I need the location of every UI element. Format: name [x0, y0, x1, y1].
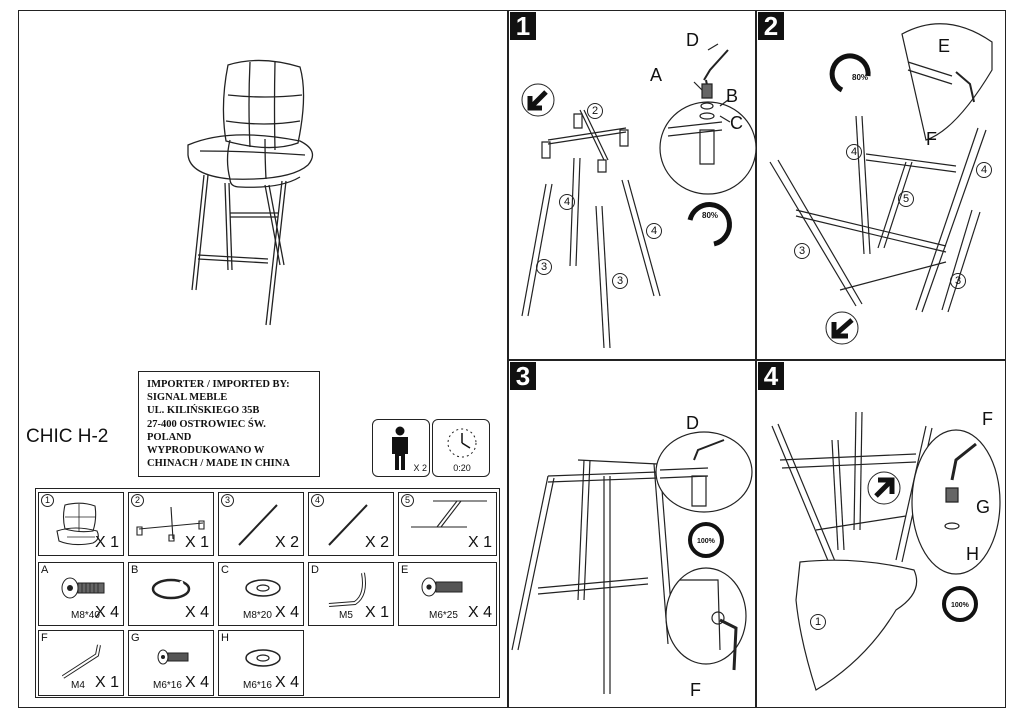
rotate-arrow-icon: 80%: [690, 205, 729, 244]
callout-f: F: [690, 680, 701, 700]
leg-icon: [235, 501, 281, 547]
washer-icon: [243, 647, 283, 669]
part-d-allen-key: D M5 X 1: [308, 562, 394, 626]
part-4-leg: 4 X 2: [308, 492, 394, 556]
svg-text:100%: 100%: [951, 602, 970, 609]
washer-icon: [151, 577, 191, 601]
step-2-diagram: 80%: [756, 10, 1006, 360]
callout-4: 4: [846, 144, 862, 160]
svg-text:80%: 80%: [852, 73, 868, 82]
washer-icon: [243, 577, 283, 599]
part-g-bolt: G M6*16 X 4: [128, 630, 214, 696]
clock-icon: [445, 426, 479, 460]
assembly-time: 0:20: [453, 463, 471, 473]
step-1-number: 1: [510, 12, 536, 40]
part-2-base: 2 X 1: [128, 492, 214, 556]
part-h-washer: H M6*16 X 4: [218, 630, 304, 696]
parts-list: [35, 488, 500, 698]
callout-b: B: [726, 86, 739, 106]
step-1-diagram: 80%: [508, 10, 756, 360]
callout-h: H: [966, 544, 979, 564]
step-3-diagram: 100%: [508, 360, 756, 708]
seat-icon: [53, 501, 103, 547]
person-icon: [392, 426, 408, 470]
part-5-footrest: 5 X 1: [398, 492, 497, 556]
svg-text:100%: 100%: [697, 538, 716, 545]
bar-stool-illustration: [170, 55, 330, 330]
callout-3: 3: [950, 273, 966, 289]
callout-5: 5: [898, 191, 914, 207]
callout-2: 2: [587, 103, 603, 119]
part-f-allen-key: F M4 X 1: [38, 630, 124, 696]
svg-text:80%: 80%: [702, 211, 718, 220]
assembly-info: X 2 0:20: [372, 419, 492, 477]
screw-icon: [421, 577, 465, 597]
callout-4: 4: [646, 223, 662, 239]
rotate-arrow-icon: 80%: [832, 56, 868, 90]
step-3-number: 3: [510, 362, 536, 390]
part-3-leg: 3 X 2: [218, 492, 304, 556]
callout-1: 1: [810, 614, 826, 630]
step-2-number: 2: [758, 12, 784, 40]
callout-d: D: [686, 413, 699, 433]
callout-a: A: [650, 65, 663, 85]
step-4-number: 4: [758, 362, 784, 390]
callout-3: 3: [536, 259, 552, 275]
callout-4: 4: [976, 162, 992, 178]
part-e-bolt: E M6*25 X 4: [398, 562, 497, 626]
direction-arrow-icon: [522, 84, 554, 116]
callout-c: C: [730, 113, 743, 133]
persons-count: X 2: [413, 463, 427, 473]
screw-icon: [157, 649, 191, 665]
screw-icon: [61, 577, 107, 599]
callout-f: F: [926, 129, 937, 149]
rotate-arrow-icon: 100%: [690, 524, 722, 556]
footrest-frame-icon: [407, 497, 491, 537]
base-frame-icon: [135, 501, 207, 541]
allen-key-icon: [323, 569, 375, 613]
callout-3: 3: [794, 243, 810, 259]
part-c-washer: C M8*20 X 4: [218, 562, 304, 626]
direction-arrow-icon: [826, 312, 858, 344]
leg-icon: [325, 501, 371, 547]
step-4-diagram: 100%: [756, 360, 1006, 708]
part-b-spring-washer: B X 4: [128, 562, 214, 626]
callout-3: 3: [612, 273, 628, 289]
part-a-bolt: A M8*40 X 4: [38, 562, 124, 626]
direction-arrow-icon: [868, 472, 900, 504]
rotate-arrow-icon: 100%: [944, 588, 976, 620]
model-name: CHIC H-2: [26, 426, 109, 447]
callout-4: 4: [559, 194, 575, 210]
callout-f: F: [982, 409, 993, 429]
callout-g: G: [976, 497, 991, 517]
allen-key-icon: [57, 641, 103, 681]
callout-d: D: [686, 30, 699, 50]
part-1-seat: 1 X 1: [38, 492, 124, 556]
callout-e: E: [938, 36, 951, 56]
